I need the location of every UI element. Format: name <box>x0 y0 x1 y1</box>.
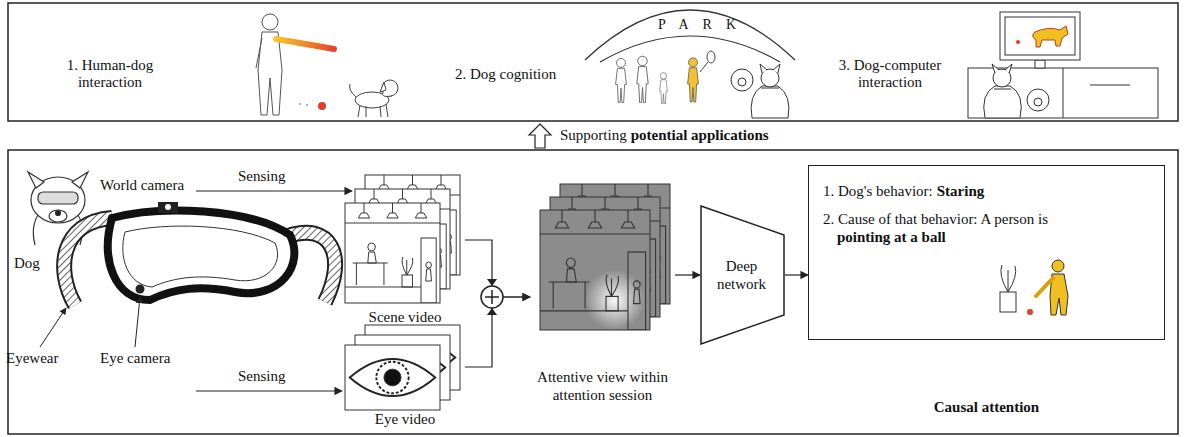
label: PARK <box>640 17 754 33</box>
label: 3. Dog-computer interaction <box>825 57 955 92</box>
label: Eye camera <box>100 350 170 367</box>
label: Supporting <box>560 127 627 144</box>
stack-label: Attentive view within attention session <box>530 368 675 404</box>
text-line: 1. Dog's behavior:Staring <box>823 182 1150 200</box>
behavior-label: 1. Dog's behavior: <box>823 183 933 199</box>
label: 2. Dog cognition <box>455 66 556 83</box>
stack-label: Scene video <box>345 308 465 326</box>
text-line: 2. Cause of that behavior: A person is <box>823 210 1150 228</box>
flow-arrow <box>785 274 808 275</box>
stack-label: Eye video <box>345 410 465 428</box>
label: World camera <box>100 177 184 194</box>
network-label: Deep network <box>706 257 777 293</box>
cause-value: pointing at a ball <box>837 229 946 245</box>
label: Eyewear <box>6 350 58 367</box>
label: potential applications <box>631 127 769 144</box>
flow-arrow <box>465 297 530 367</box>
image-stack: Eye video <box>345 322 465 428</box>
label: Dog <box>14 255 40 272</box>
trapezoid-outline <box>700 205 785 345</box>
label: 1. Human-dog interaction <box>40 57 180 92</box>
image-stack: Attentive view within attention session <box>530 182 675 404</box>
label: Sensing <box>238 168 286 185</box>
network-trapezoid: Deep network <box>700 205 785 345</box>
flow-arrow <box>675 274 700 275</box>
behavior-value: Staring <box>937 183 985 199</box>
text-line: pointing at a ball <box>823 228 1150 246</box>
box-heading: Causal attention <box>809 399 1164 416</box>
label: Sensing <box>238 368 286 385</box>
cause-label: 2. Cause of that behavior: A person is <box>823 211 1048 227</box>
output-box: 1. Dog's behavior:Staring 2. Cause of tha… <box>808 165 1165 340</box>
image-stack: Scene video <box>345 172 465 326</box>
